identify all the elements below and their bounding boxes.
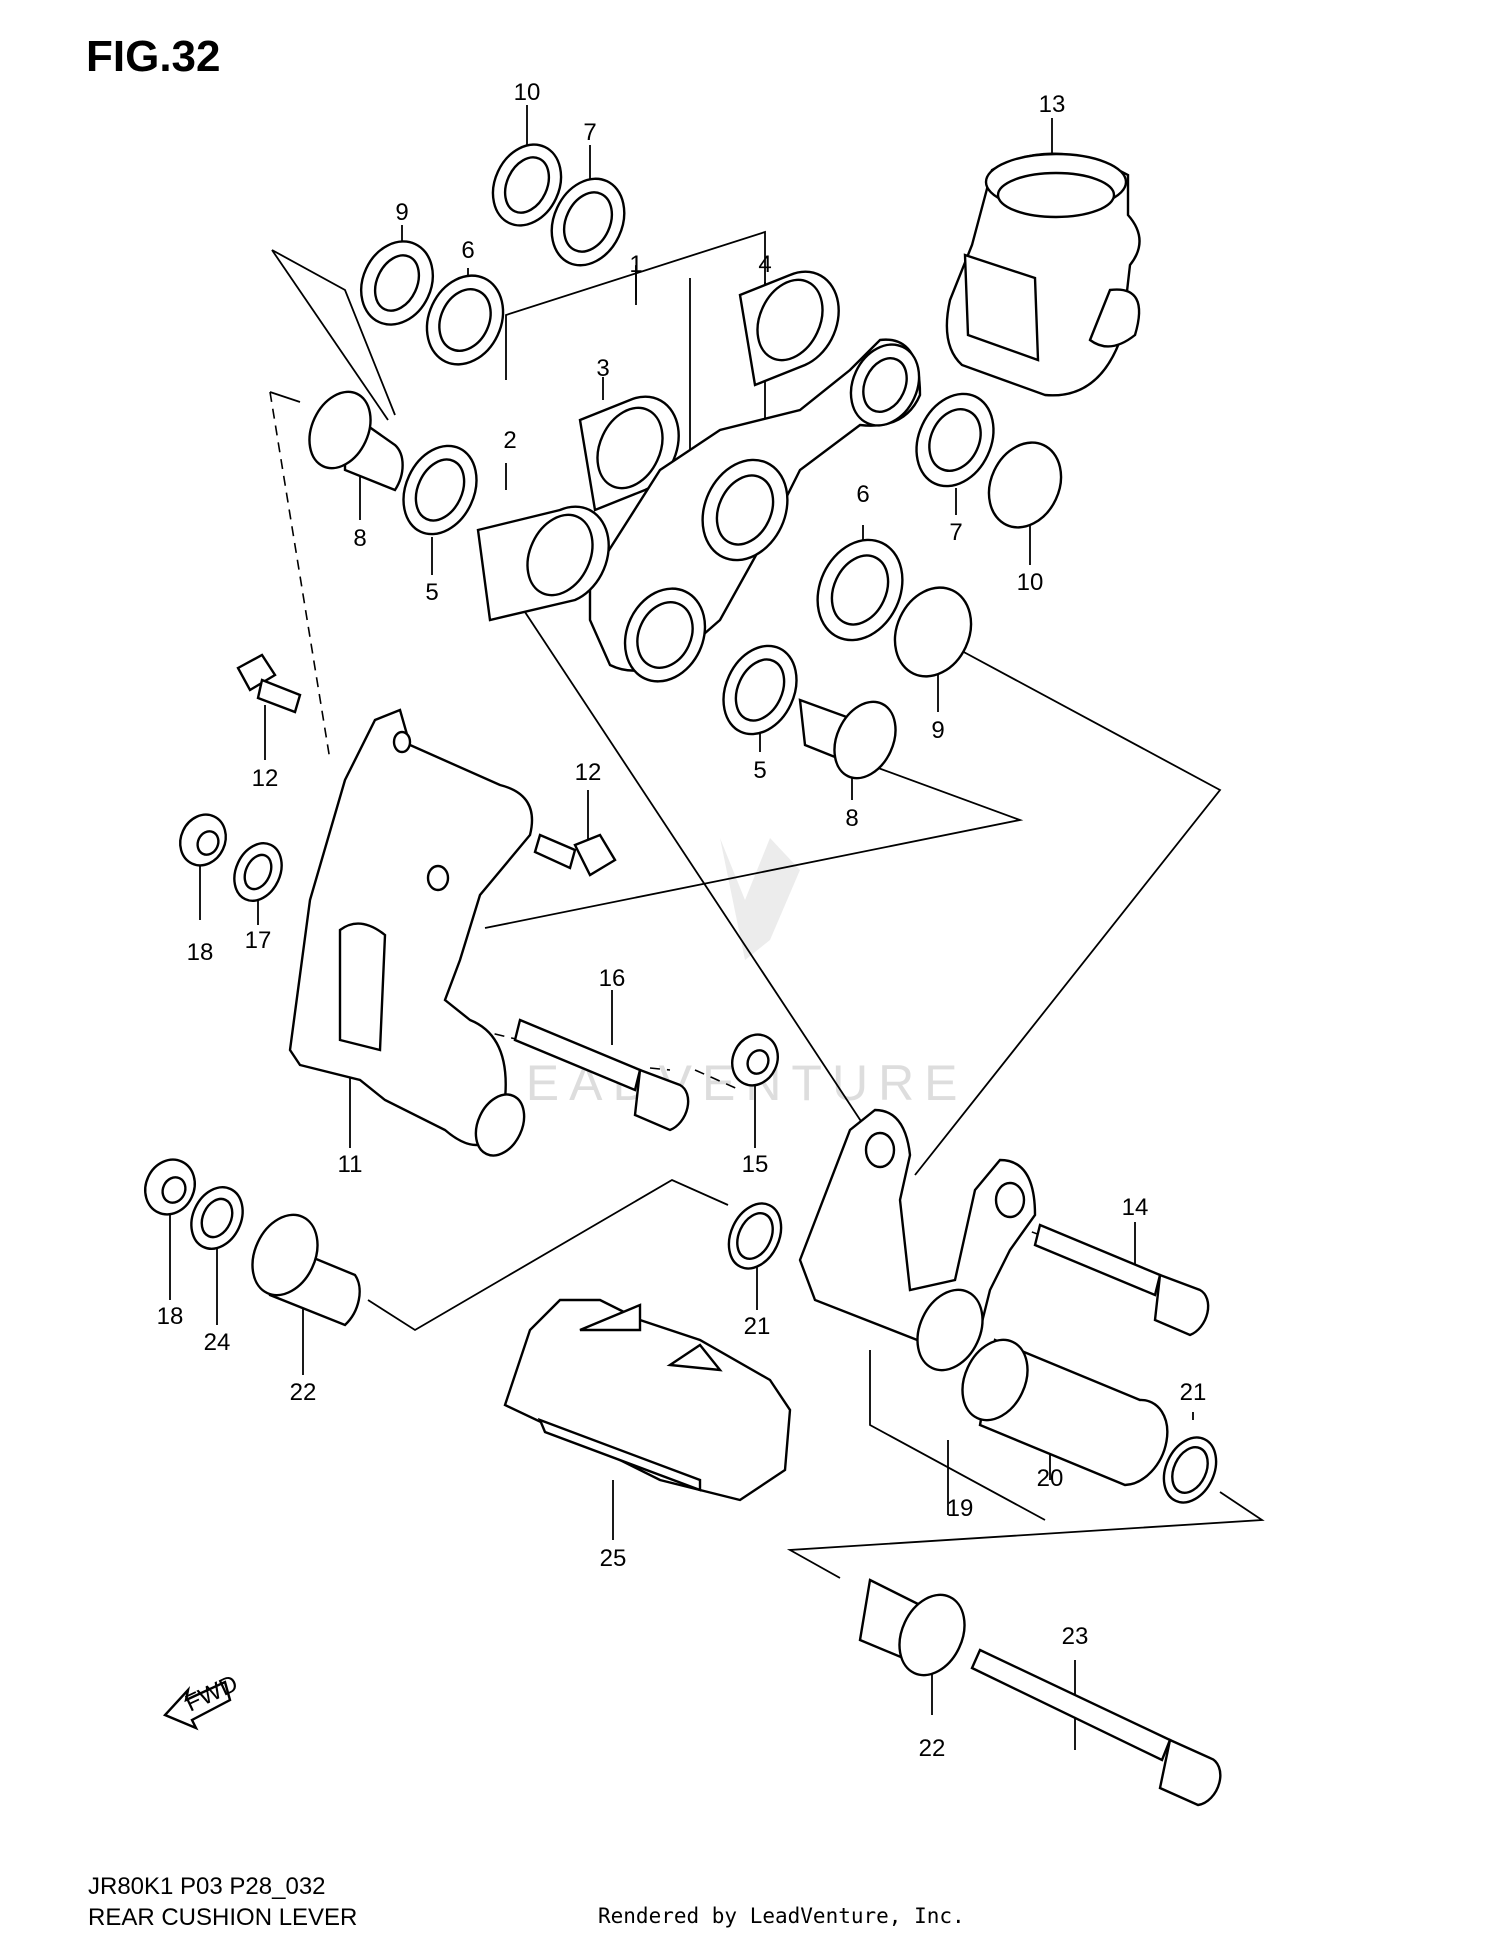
part-oil-seal-9-right xyxy=(893,586,973,678)
callout-18-upper: 18 xyxy=(187,939,214,966)
part-spacer-8-right xyxy=(798,698,897,780)
callout-10-top: 10 xyxy=(514,79,541,106)
callout-21-left: 21 xyxy=(744,1313,771,1340)
callout-10-right: 10 xyxy=(1017,569,1044,596)
callout-11: 11 xyxy=(338,1151,363,1178)
part-washer-24 xyxy=(190,1186,244,1250)
callout-14: 14 xyxy=(1122,1194,1149,1221)
callout-9-right: 9 xyxy=(931,717,944,744)
callout-8-left: 8 xyxy=(353,525,366,552)
callout-21-right: 21 xyxy=(1180,1379,1207,1406)
watermark-logo-icon xyxy=(720,838,800,960)
callout-labels: 10 7 13 9 6 1 4 3 2 8 5 7 10 6 9 5 8 12 … xyxy=(157,79,1207,1762)
part-nut-18-upper xyxy=(179,813,227,867)
callout-6-top: 6 xyxy=(461,237,474,264)
callout-7-right: 7 xyxy=(949,519,962,546)
callout-1: 1 xyxy=(629,251,642,278)
callout-22-right: 22 xyxy=(919,1735,946,1762)
part-bearing-5-left xyxy=(402,444,478,536)
callout-16: 16 xyxy=(599,965,626,992)
figure-title: FIG.32 xyxy=(86,32,221,81)
part-bushing-4 xyxy=(738,270,840,387)
callout-5-right: 5 xyxy=(753,757,766,784)
part-collar-20 xyxy=(961,1338,1169,1487)
part-bearing-6-top xyxy=(425,274,505,366)
figure-name: REAR CUSHION LEVER xyxy=(88,1904,358,1931)
part-bearing-7-top xyxy=(550,177,626,267)
part-oil-seal-9-top xyxy=(360,240,434,326)
part-bolt-12-upper xyxy=(236,653,302,714)
part-collar-22-left xyxy=(251,1213,361,1327)
callout-5-left: 5 xyxy=(425,579,438,606)
callout-4: 4 xyxy=(758,251,771,278)
fwd-arrow-icon: FWD xyxy=(162,1670,242,1731)
callout-7-top: 7 xyxy=(583,119,596,146)
model-code: JR80K1 P03 P28_032 xyxy=(88,1873,326,1900)
callout-13: 13 xyxy=(1039,91,1066,118)
callout-9-top: 9 xyxy=(395,199,408,226)
part-bearing-7-right xyxy=(915,392,995,488)
part-bolt-23 xyxy=(970,1648,1222,1807)
part-bearing-5-right xyxy=(722,644,798,736)
part-bolt-16 xyxy=(513,1018,690,1132)
part-bolt-12-middle xyxy=(533,833,617,877)
part-cushion-rod-13 xyxy=(945,152,1141,397)
part-spacer-8-left xyxy=(308,390,404,492)
part-collar-22-right xyxy=(858,1578,966,1677)
part-washer-21-right xyxy=(1162,1436,1218,1504)
callout-22-left: 22 xyxy=(290,1379,317,1406)
part-nut-15 xyxy=(731,1033,779,1087)
callout-12-upper: 12 xyxy=(252,765,279,792)
part-cushion-lever-1 xyxy=(588,338,922,683)
part-spacer-2 xyxy=(476,505,610,622)
part-oil-seal-10-right xyxy=(987,441,1063,529)
part-nut-18-lower xyxy=(144,1158,196,1216)
callout-8-right: 8 xyxy=(845,805,858,832)
callout-2: 2 xyxy=(503,427,516,454)
watermark: LEADVENTURE xyxy=(488,838,968,1111)
callout-18-lower: 18 xyxy=(157,1303,184,1330)
render-credit: Rendered by LeadVenture, Inc. xyxy=(598,1904,965,1928)
callout-6-right: 6 xyxy=(856,481,869,508)
part-rear-cushion-bracket-11 xyxy=(288,708,534,1157)
callout-15: 15 xyxy=(742,1151,769,1178)
watermark-text: LEADVENTURE xyxy=(488,1055,968,1111)
callout-12-middle: 12 xyxy=(575,759,602,786)
part-protector-25 xyxy=(503,1298,792,1502)
callout-20: 20 xyxy=(1037,1465,1064,1492)
callout-25: 25 xyxy=(600,1545,627,1572)
callout-19: 19 xyxy=(947,1495,974,1522)
callout-17: 17 xyxy=(245,927,272,954)
part-oil-seal-10-top xyxy=(491,143,563,227)
part-cushion-rod-19 xyxy=(798,1108,1037,1372)
callout-23: 23 xyxy=(1062,1623,1089,1650)
callout-24: 24 xyxy=(204,1329,231,1356)
callout-3: 3 xyxy=(596,355,609,382)
part-washer-21-left xyxy=(727,1202,783,1270)
part-bearing-6-right xyxy=(816,538,904,642)
part-washer-17 xyxy=(233,842,283,902)
part-bolt-14 xyxy=(1033,1223,1210,1337)
